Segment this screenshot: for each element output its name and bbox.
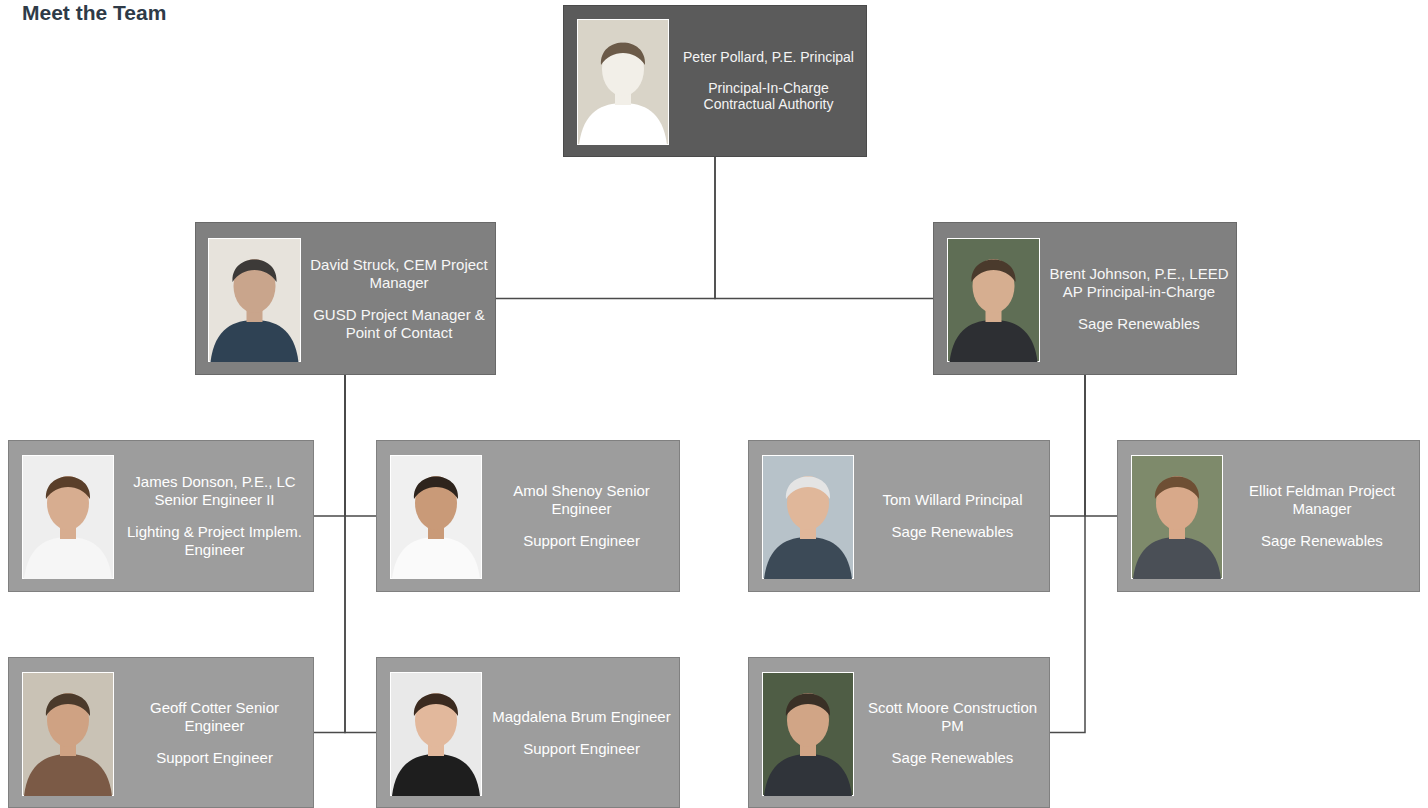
photo-frame bbox=[762, 672, 854, 796]
text-column: Geoff Cotter Senior EngineerSupport Engi… bbox=[120, 658, 309, 807]
person-assignment: Sage Renewables bbox=[892, 523, 1014, 541]
person-box: David Struck, CEM Project ManagerGUSD Pr… bbox=[195, 222, 496, 375]
person-name-role: Scott Moore Construction PM bbox=[860, 699, 1045, 735]
portrait-photo bbox=[390, 455, 482, 579]
photo-shoulders bbox=[1133, 537, 1221, 579]
text-column: Brent Johnson, P.E., LEED AP Principal-i… bbox=[1046, 223, 1232, 374]
photo-hair bbox=[601, 43, 645, 66]
photo-hair bbox=[232, 260, 276, 283]
portrait-photo bbox=[947, 238, 1040, 362]
photo-hair bbox=[786, 694, 830, 717]
person-assignment: Support Engineer bbox=[523, 740, 640, 758]
photo-shoulders bbox=[392, 537, 480, 579]
person-box: Amol Shenoy Senior EngineerSupport Engin… bbox=[376, 440, 680, 592]
photo-hair bbox=[46, 477, 90, 500]
person-assignment: GUSD Project Manager & Point of Contact bbox=[307, 306, 491, 342]
person-assignment: Support Engineer bbox=[156, 749, 273, 767]
photo-frame bbox=[390, 672, 482, 796]
photo-frame bbox=[208, 238, 301, 362]
photo-shoulders bbox=[764, 754, 852, 796]
portrait-photo bbox=[1131, 455, 1223, 579]
person-assignment: Sage Renewables bbox=[892, 749, 1014, 767]
portrait-photo bbox=[762, 672, 854, 796]
person-assignment: Lighting & Project Implem. Engineer bbox=[120, 523, 309, 559]
text-column: Tom Willard PrincipalSage Renewables bbox=[860, 441, 1045, 591]
connector-line bbox=[314, 375, 345, 516]
photo-shoulders bbox=[392, 754, 480, 796]
text-column: James Donson, P.E., LC Senior Engineer I… bbox=[120, 441, 309, 591]
photo-frame bbox=[22, 455, 114, 579]
photo-hair bbox=[46, 694, 90, 717]
person-box: Magdalena Brum EngineerSupport Engineer bbox=[376, 657, 680, 808]
photo-frame bbox=[22, 672, 114, 796]
photo-frame bbox=[390, 455, 482, 579]
portrait-photo bbox=[762, 455, 854, 579]
connector-line bbox=[1050, 375, 1085, 516]
connector-line bbox=[314, 375, 345, 733]
person-name-role: Peter Pollard, P.E. Principal bbox=[683, 49, 854, 66]
connector-line bbox=[1085, 375, 1117, 516]
person-box: Tom Willard PrincipalSage Renewables bbox=[748, 440, 1050, 592]
connector-line bbox=[345, 375, 376, 516]
connector-line bbox=[345, 375, 376, 733]
photo-frame bbox=[947, 238, 1040, 362]
portrait-photo bbox=[22, 672, 114, 796]
diagram-title: Meet the Team bbox=[22, 1, 166, 25]
connector-line bbox=[1050, 375, 1085, 733]
photo-shoulders bbox=[24, 537, 112, 579]
person-name-role: James Donson, P.E., LC Senior Engineer I… bbox=[120, 473, 309, 509]
text-column: Amol Shenoy Senior EngineerSupport Engin… bbox=[488, 441, 675, 591]
text-column: Elliot Feldman Project ManagerSage Renew… bbox=[1229, 441, 1415, 591]
photo-shoulders bbox=[764, 537, 852, 579]
photo-shoulders bbox=[211, 320, 299, 362]
photo-shoulders bbox=[950, 320, 1038, 362]
photo-shoulders bbox=[24, 754, 112, 796]
photo-hair bbox=[786, 477, 830, 500]
photo-hair bbox=[1155, 477, 1199, 500]
person-assignment: Principal-In-Charge Contractual Authorit… bbox=[675, 80, 862, 114]
text-column: David Struck, CEM Project ManagerGUSD Pr… bbox=[307, 223, 491, 374]
person-assignment: Support Engineer bbox=[523, 532, 640, 550]
portrait-photo bbox=[577, 19, 669, 145]
person-assignment: Sage Renewables bbox=[1261, 532, 1383, 550]
text-column: Peter Pollard, P.E. PrincipalPrincipal-I… bbox=[675, 6, 862, 156]
person-name-role: Amol Shenoy Senior Engineer bbox=[488, 482, 675, 518]
photo-hair bbox=[971, 260, 1015, 283]
text-column: Magdalena Brum EngineerSupport Engineer bbox=[488, 658, 675, 807]
photo-hair bbox=[414, 694, 458, 717]
text-column: Scott Moore Construction PM Sage Renewabl… bbox=[860, 658, 1045, 807]
photo-frame bbox=[1131, 455, 1223, 579]
person-box: Peter Pollard, P.E. PrincipalPrincipal-I… bbox=[563, 5, 867, 157]
person-box: Scott Moore Construction PM Sage Renewabl… bbox=[748, 657, 1050, 808]
person-name-role: Magdalena Brum Engineer bbox=[492, 708, 670, 726]
photo-shoulders bbox=[579, 103, 667, 145]
photo-frame bbox=[762, 455, 854, 579]
person-box: Brent Johnson, P.E., LEED AP Principal-i… bbox=[933, 222, 1237, 375]
connector-line bbox=[496, 157, 715, 299]
person-name-role: Geoff Cotter Senior Engineer bbox=[120, 699, 309, 735]
portrait-photo bbox=[390, 672, 482, 796]
person-name-role: Tom Willard Principal bbox=[882, 491, 1022, 509]
connector-line bbox=[715, 157, 933, 299]
person-box: Elliot Feldman Project ManagerSage Renew… bbox=[1117, 440, 1420, 592]
portrait-photo bbox=[208, 238, 301, 362]
photo-frame bbox=[577, 19, 669, 145]
person-box: James Donson, P.E., LC Senior Engineer I… bbox=[8, 440, 314, 592]
person-box: Geoff Cotter Senior EngineerSupport Engi… bbox=[8, 657, 314, 808]
person-name-role: Brent Johnson, P.E., LEED AP Principal-i… bbox=[1046, 265, 1232, 301]
photo-hair bbox=[414, 477, 458, 500]
person-name-role: Elliot Feldman Project Manager bbox=[1229, 482, 1415, 518]
portrait-photo bbox=[22, 455, 114, 579]
person-assignment: Sage Renewables bbox=[1078, 315, 1200, 333]
person-name-role: David Struck, CEM Project Manager bbox=[307, 256, 491, 292]
